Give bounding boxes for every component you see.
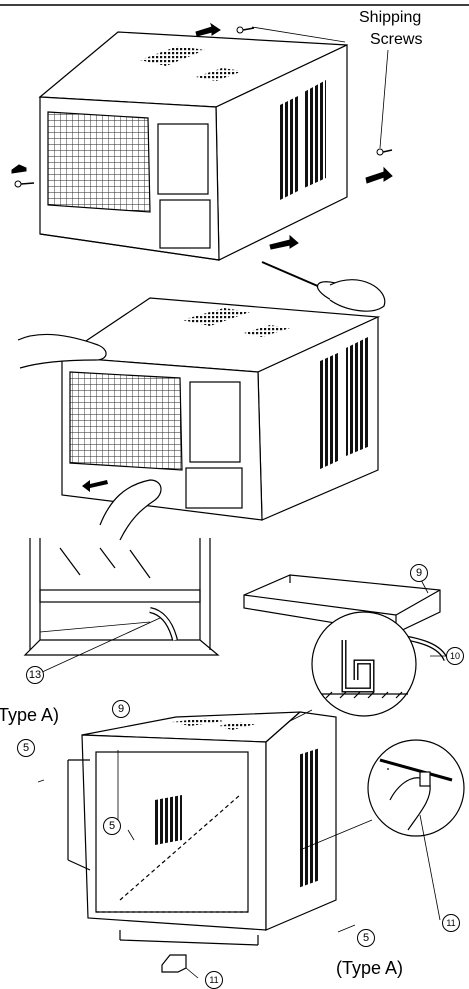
part-5-callout-inner: 5 — [103, 817, 121, 835]
part-13-callout: 13 — [26, 666, 44, 684]
fig4-zoom-bracket — [299, 739, 465, 851]
shipping-screws-label-line1: Shipping — [359, 9, 422, 26]
fig1-arrows — [11, 22, 393, 250]
fig1-unit — [38, 31, 386, 312]
fig2-arrow — [82, 480, 108, 492]
part-10-callout: 10 — [446, 647, 464, 665]
shipping-screws-label-line2: Screws — [370, 31, 423, 48]
type-a-left-label: (Type A) — [0, 705, 60, 725]
fig3-window — [23, 538, 220, 656]
fig4-zoom-detail — [287, 611, 417, 723]
fig1-leaders — [251, 26, 389, 149]
part-5-callout-bottom: 5 — [357, 929, 375, 947]
type-a-bottom-label: (Type A) — [336, 958, 404, 978]
fig4-cabinet — [67, 711, 337, 973]
part-5-callout-left: 5 — [17, 739, 35, 757]
leaders — [37, 577, 447, 979]
part-9-callout-rail: 9 — [410, 564, 428, 582]
fig2-unit — [17, 297, 381, 541]
part-11-callout-zoom: 11 — [442, 914, 460, 932]
part-9-callout-cabinet: 9 — [112, 700, 130, 718]
part-11-callout-bottom: 11 — [205, 971, 223, 989]
